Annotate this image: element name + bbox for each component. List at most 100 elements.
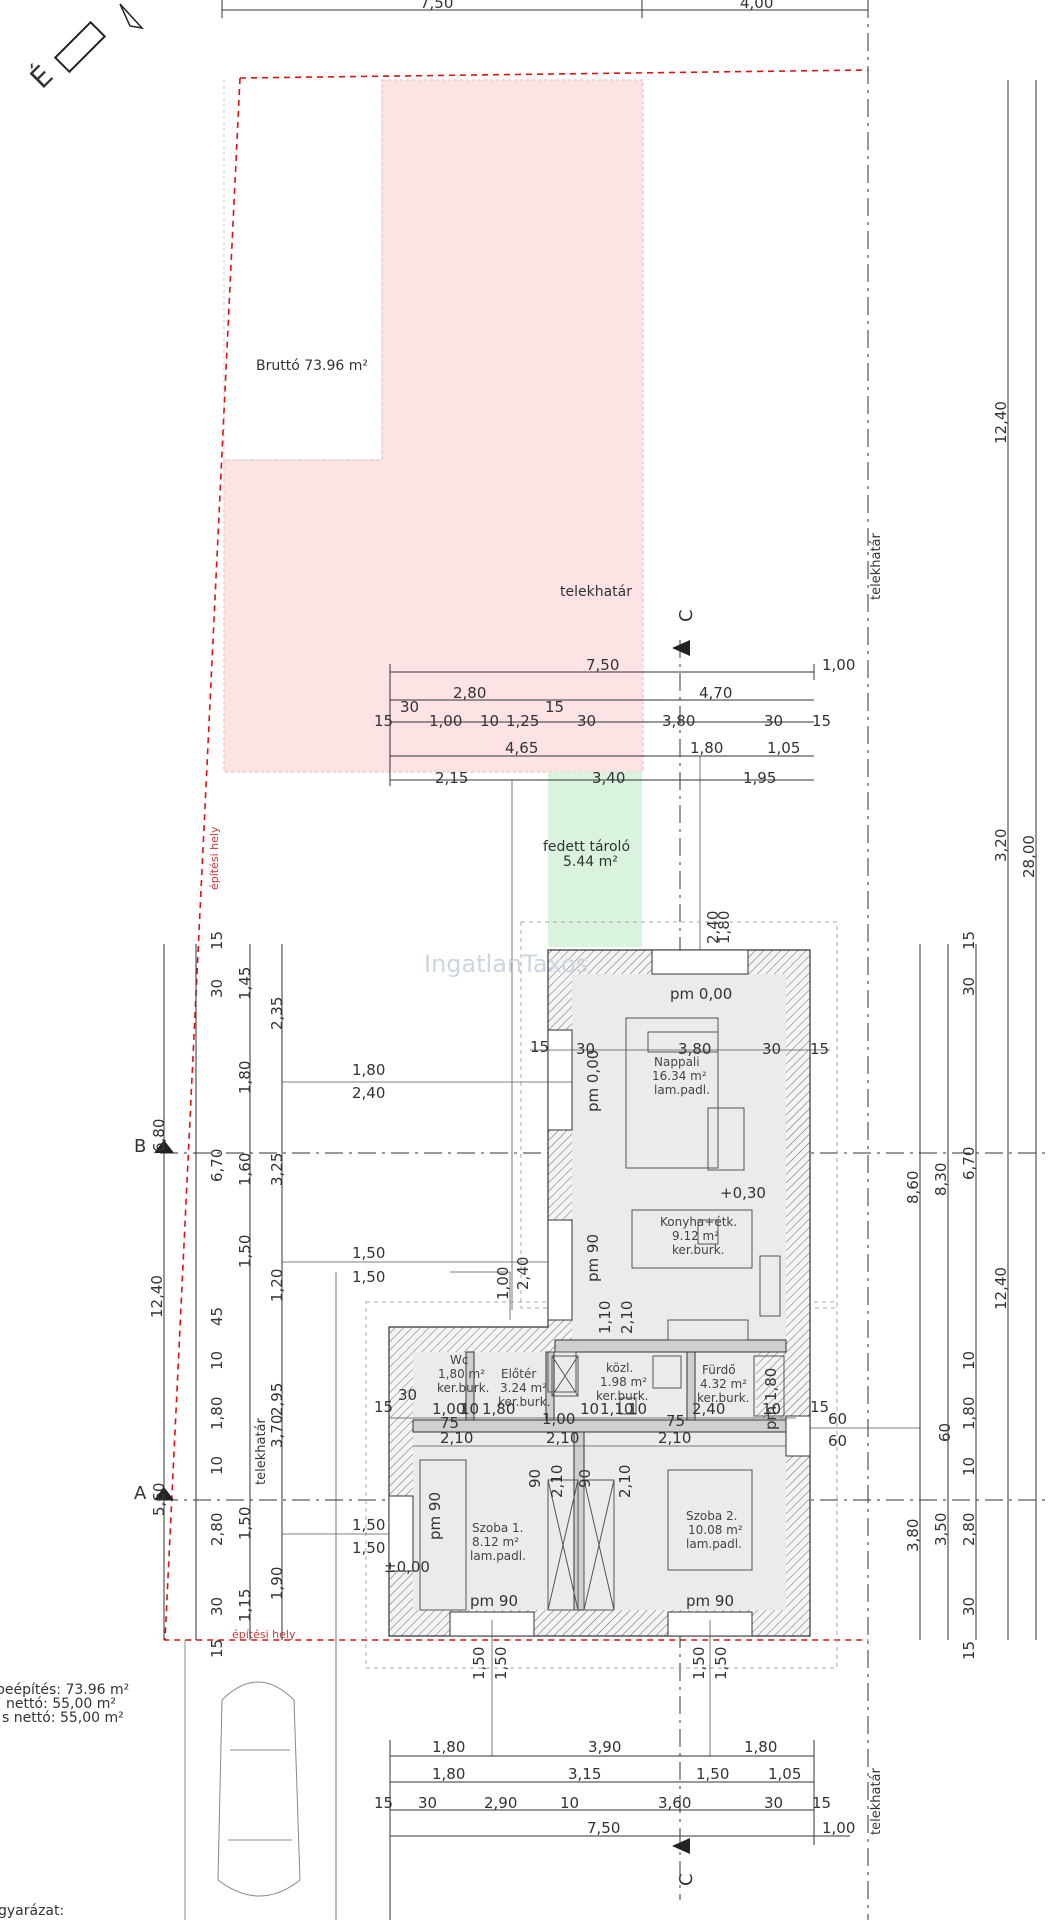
svg-text:2,40: 2,40 — [704, 911, 722, 944]
svg-text:3,90: 3,90 — [588, 1738, 621, 1756]
svg-text:C: C — [676, 1873, 697, 1886]
epitesi-hely-horizontal: építési hely — [232, 1628, 296, 1641]
svg-text:1,50: 1,50 — [470, 1647, 488, 1680]
svg-text:30: 30 — [400, 698, 419, 716]
svg-text:6,80: 6,80 — [150, 1119, 168, 1152]
svg-text:1.98 m²: 1.98 m² — [600, 1375, 647, 1389]
left-dimension-stacks: 12,40 5,60 6,80 15 30 6,70 45 10 1,80 10… — [148, 931, 286, 1658]
svg-text:30: 30 — [764, 1794, 783, 1812]
svg-text:lam.padl.: lam.padl. — [654, 1083, 710, 1097]
svg-text:10: 10 — [208, 1456, 226, 1475]
section-marker-c-bottom: C — [672, 1838, 697, 1886]
svg-text:6,70: 6,70 — [960, 1147, 978, 1180]
svg-text:8,60: 8,60 — [904, 1171, 922, 1204]
dim-280: 2,80 — [453, 684, 486, 702]
svg-text:30: 30 — [762, 1040, 781, 1058]
svg-text:15: 15 — [374, 1794, 393, 1812]
svg-text:2,40: 2,40 — [352, 1084, 385, 1102]
svg-text:ker.burk.: ker.burk. — [498, 1395, 550, 1409]
svg-text:3,70: 3,70 — [268, 1415, 286, 1448]
svg-text:30: 30 — [576, 1040, 595, 1058]
svg-text:6,70: 6,70 — [208, 1149, 226, 1182]
svg-text:15: 15 — [810, 1398, 829, 1416]
svg-text:beépítés: 73.96 m²: beépítés: 73.96 m² — [0, 1682, 129, 1698]
svg-text:15: 15 — [960, 1641, 978, 1660]
svg-text:4,65: 4,65 — [505, 739, 538, 757]
svg-text:ker.burk.: ker.burk. — [697, 1391, 749, 1405]
svg-text:15: 15 — [960, 931, 978, 950]
room-label-kozl: közl. 1.98 m² ker.burk. — [596, 1361, 648, 1403]
svg-text:2,10: 2,10 — [618, 1301, 636, 1334]
svg-text:pm 90: pm 90 — [470, 1592, 518, 1610]
svg-text:1,95: 1,95 — [743, 769, 776, 787]
svg-text:12,40: 12,40 — [992, 401, 1010, 444]
svg-text:3,80: 3,80 — [904, 1519, 922, 1552]
svg-text:1,80: 1,80 — [482, 1400, 515, 1418]
upper-dimension-stack: 7,50 1,00 2,80 4,70 15 30 1,00 10 1,25 1… — [374, 656, 855, 1310]
level-marks: pm 0,00 +0,30 pm 0,00 pm 90 pm 90 pm 90 … — [384, 985, 780, 1610]
svg-text:10: 10 — [960, 1457, 978, 1476]
svg-text:30: 30 — [208, 1597, 226, 1616]
svg-text:ker.burk.: ker.burk. — [672, 1243, 724, 1257]
svg-text:1,90: 1,90 — [268, 1567, 286, 1600]
svg-text:pm 0,00: pm 0,00 — [584, 1050, 602, 1112]
svg-text:1,10: 1,10 — [600, 1400, 633, 1418]
svg-text:7,50: 7,50 — [587, 1819, 620, 1837]
svg-text:2,35: 2,35 — [268, 997, 286, 1030]
dim-470: 4,70 — [699, 684, 732, 702]
svg-text:Konyha+étk.: Konyha+étk. — [660, 1215, 737, 1229]
svg-text:1,50: 1,50 — [352, 1516, 385, 1534]
north-label: É — [23, 58, 60, 95]
room-label-eloter: Előtér 3.24 m² ker.burk. — [498, 1367, 550, 1409]
svg-text:3,15: 3,15 — [568, 1765, 601, 1783]
svg-text:30: 30 — [208, 979, 226, 998]
svg-text:Szoba 2.: Szoba 2. — [686, 1509, 738, 1523]
telekhatar-right-top: telekhatár — [869, 532, 884, 600]
svg-text:4.32 m²: 4.32 m² — [700, 1377, 747, 1391]
svg-text:C: C — [676, 609, 697, 622]
svg-text:10.08 m²: 10.08 m² — [688, 1523, 743, 1537]
dim-100: 1,00 — [822, 656, 855, 674]
svg-text:3.24 m²: 3.24 m² — [500, 1381, 547, 1395]
svg-text:Wc: Wc — [450, 1353, 468, 1367]
top-dimension: 7,50 4,00 — [221, 0, 869, 18]
svg-text:pm 1,80: pm 1,80 — [762, 1368, 780, 1430]
car-icon — [184, 1640, 301, 1920]
dim-750: 7,50 — [586, 656, 619, 674]
svg-text:lam.padl.: lam.padl. — [686, 1537, 742, 1551]
svg-text:lam.padl.: lam.padl. — [470, 1549, 526, 1563]
svg-text:2,10: 2,10 — [658, 1429, 691, 1447]
legend-title: gyarázat: — [0, 1903, 64, 1919]
svg-text:15: 15 — [208, 1639, 226, 1658]
svg-text:1,00: 1,00 — [429, 712, 462, 730]
svg-text:10: 10 — [560, 1794, 579, 1812]
room-label-konyha: Konyha+étk. 9.12 m² ker.burk. — [660, 1215, 737, 1257]
svg-text:15: 15 — [208, 931, 226, 950]
svg-text:3,60: 3,60 — [658, 1794, 691, 1812]
svg-text:Nappali: Nappali — [654, 1055, 700, 1069]
svg-text:1,50: 1,50 — [236, 1507, 254, 1540]
svg-text:75: 75 — [666, 1412, 685, 1430]
svg-text:1,80 m²: 1,80 m² — [438, 1367, 485, 1381]
svg-text:pm 90: pm 90 — [584, 1234, 602, 1282]
svg-text:1,00: 1,00 — [494, 1267, 512, 1300]
svg-text:2,80: 2,80 — [960, 1513, 978, 1546]
svg-text:2,80: 2,80 — [208, 1513, 226, 1546]
svg-text:1,00: 1,00 — [822, 1819, 855, 1837]
svg-text:1,80: 1,80 — [744, 1738, 777, 1756]
svg-text:10: 10 — [580, 1400, 599, 1418]
brutto-label: Bruttó 73.96 m² — [256, 358, 368, 374]
svg-text:közl.: közl. — [606, 1361, 633, 1375]
building-line — [164, 69, 869, 1641]
watermark: IngatlanTaxos — [424, 950, 588, 978]
svg-text:30: 30 — [577, 712, 596, 730]
covered-storage-label: fedett tároló — [543, 839, 630, 855]
svg-text:30: 30 — [960, 1597, 978, 1616]
svg-text:1,80: 1,80 — [960, 1397, 978, 1430]
right-dimension-stacks: 12,40 3,20 28,00 12,40 8,60 3,80 8,30 3,… — [904, 80, 1038, 1660]
svg-text:1,20: 1,20 — [268, 1269, 286, 1302]
svg-text:60: 60 — [828, 1410, 847, 1428]
svg-text:1,15: 1,15 — [236, 1589, 254, 1622]
svg-text:3,80: 3,80 — [678, 1040, 711, 1058]
